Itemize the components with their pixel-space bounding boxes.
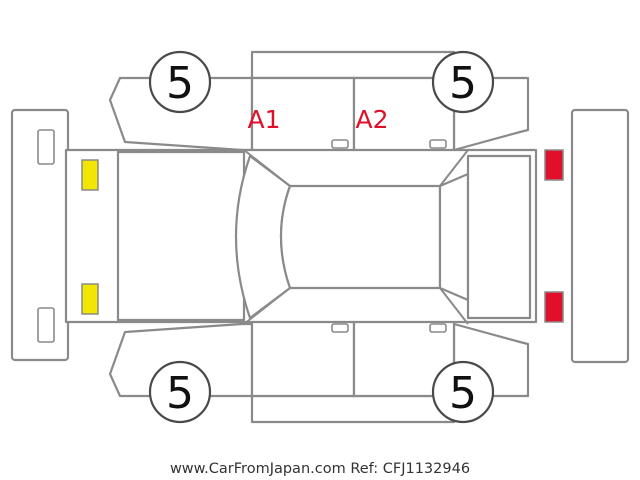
damage-label-front-door: A1 <box>247 105 280 134</box>
tire-rating-text: 5 <box>449 368 477 419</box>
rear-bumper <box>570 108 630 364</box>
tire-rear-right: 5 <box>431 360 495 424</box>
side-panel-bottom <box>108 316 530 398</box>
tire-front-right: 5 <box>148 360 212 424</box>
rear-window <box>438 172 470 302</box>
door-handle <box>429 139 447 149</box>
damage-label-rear-door: A2 <box>355 105 388 134</box>
tire-rating-text: 5 <box>166 368 194 419</box>
hood <box>116 150 246 322</box>
footer-watermark: www.CarFromJapan.com Ref: CFJ1132946 <box>170 461 470 477</box>
tire-rear-left: 5 <box>431 50 495 114</box>
roof <box>279 184 442 290</box>
side-moulding-bottom <box>250 394 456 424</box>
door-handle <box>429 323 447 333</box>
car-body-top-view <box>64 148 538 325</box>
tire-front-left: 5 <box>148 50 212 114</box>
front-bumper <box>10 108 70 362</box>
headlight-left <box>81 159 99 191</box>
trunk <box>466 154 532 320</box>
tire-rating-text: 5 <box>449 58 477 109</box>
door-handle <box>331 139 349 149</box>
headlight-right <box>81 283 99 315</box>
tire-rating-text: 5 <box>166 58 194 109</box>
taillight-left <box>544 149 564 181</box>
taillight-right <box>544 291 564 323</box>
door-handle <box>331 323 349 333</box>
side-moulding-top <box>250 50 456 80</box>
